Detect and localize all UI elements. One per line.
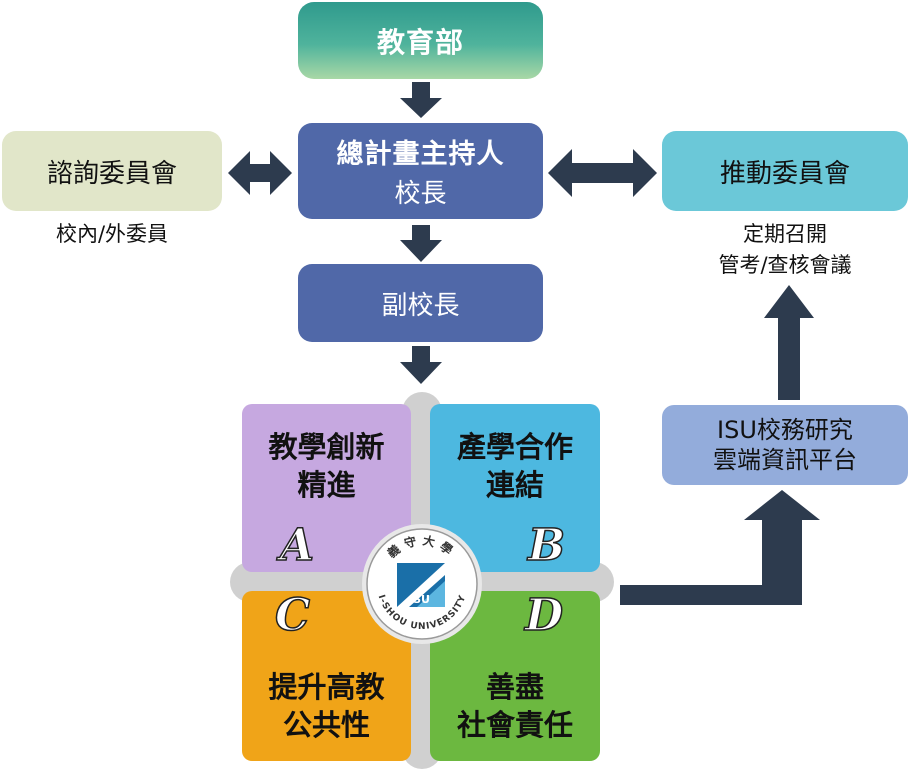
logo-mark: ISU [409, 593, 430, 606]
pi-box: 總計畫主持人 校長 [298, 123, 543, 219]
quadrant-c-letter: C [274, 589, 311, 642]
platform-line2: 雲端資訊平台 [713, 446, 857, 474]
pi-subtitle: 校長 [394, 179, 447, 209]
double-arrow-left [228, 151, 292, 195]
quadrant-a-label: 教學創新 精進 [242, 428, 411, 504]
quadrant-a-line1: 教學創新 [268, 430, 385, 464]
quadrant-a-line2: 精進 [297, 468, 356, 502]
quadrant-c-label: 提升高教 公共性 [242, 668, 411, 744]
isu-platform-box: ISU校務研究 雲端資訊平台 [662, 405, 908, 485]
arrow-elbow-platform [620, 490, 820, 605]
promotion-committee-box: 推動委員會 [662, 131, 908, 211]
vice-president-label: 副校長 [381, 290, 460, 321]
quadrant-d-line2: 社會責任 [456, 708, 573, 742]
quadrant-d-label: 善盡 社會責任 [430, 668, 600, 744]
quadrant-c-line1: 提升高教 [268, 670, 385, 704]
pi-title: 總計畫主持人 [336, 139, 505, 170]
isu-logo: 義守大學 I-SHOU UNIVERSITY ISU [362, 524, 482, 644]
vice-president-box: 副校長 [298, 264, 543, 342]
ministry-label: 教育部 [376, 25, 464, 59]
ministry-box: 教育部 [298, 2, 543, 79]
quadrant-b-line1: 產學合作 [456, 430, 573, 464]
promotion-note-line2: 管考/查核會議 [718, 253, 852, 277]
arrow-up-promotion [764, 285, 814, 400]
advisory-note: 校內/外委員 [55, 222, 169, 246]
promotion-note: 定期召開 管考/查核會議 [662, 219, 908, 281]
quadrant-d-line1: 善盡 [485, 670, 544, 704]
arrow-down-2 [400, 225, 442, 262]
platform-line1: ISU校務研究 [717, 416, 853, 444]
quadrant-b-line2: 連結 [485, 468, 544, 502]
promotion-title: 推動委員會 [719, 158, 850, 189]
quadrant-d-letter: D [524, 589, 564, 642]
quadrant-c-line2: 公共性 [282, 708, 370, 742]
promotion-note-line1: 定期召開 [743, 222, 827, 246]
double-arrow-right [548, 149, 657, 197]
quadrant-b-label: 產學合作 連結 [430, 428, 600, 504]
arrow-down-1 [400, 82, 442, 118]
quadrant-b-letter: B [527, 519, 566, 572]
advisory-title: 諮詢委員會 [46, 158, 177, 189]
quadrant-a-letter: A [279, 519, 315, 572]
arrow-down-3 [400, 346, 442, 384]
advisory-committee-box: 諮詢委員會 [2, 131, 222, 211]
